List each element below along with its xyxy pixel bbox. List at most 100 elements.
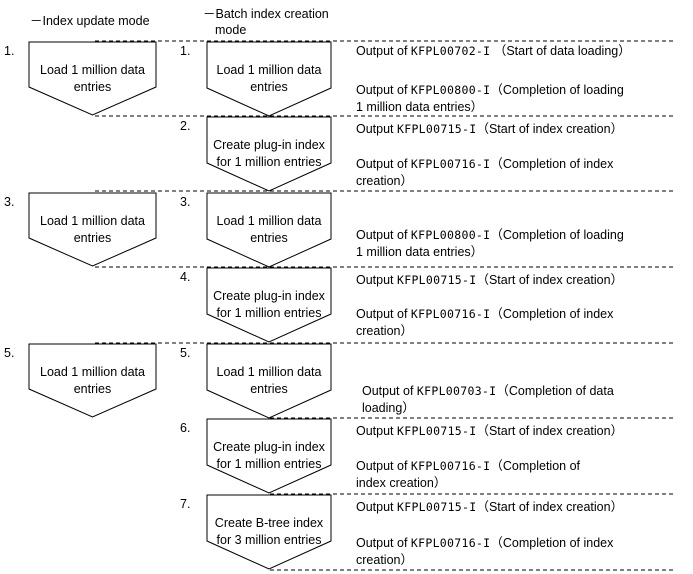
- right-process-box: [206, 418, 332, 494]
- log-message-note: Output KFPL00715-I（Start of index creati…: [356, 272, 623, 289]
- right-process-box: [206, 116, 332, 192]
- message-id-code: KFPL00702-I: [410, 44, 491, 58]
- left-process-label: Load 1 million data entries: [29, 213, 156, 247]
- log-message-note: Output of KFPL00703-I（Completion of data…: [362, 383, 614, 417]
- header-batch-line2: mode: [215, 23, 247, 37]
- right-process-label-line: Load 1 million data: [216, 365, 322, 379]
- right-step-number: 1.: [180, 44, 191, 58]
- right-step-number: 3.: [180, 195, 191, 209]
- log-message-prefix: Output of: [356, 157, 411, 171]
- right-process-box: [206, 267, 332, 343]
- log-message-note: Output of KFPL00716-I（Completion of inde…: [356, 535, 613, 569]
- log-message-line: Output KFPL00715-I（Start of index creati…: [356, 272, 623, 289]
- log-message-prefix: Output of: [362, 384, 417, 398]
- log-message-suffix: （Start of data loading）: [490, 44, 631, 58]
- log-message-line: Output of KFPL00702-I （Start of data loa…: [356, 43, 631, 60]
- message-id-code: KFPL00716-I: [410, 459, 491, 473]
- log-message-continuation: creation）: [356, 324, 413, 338]
- right-process-label: Load 1 million data entries: [203, 213, 335, 247]
- log-message-continuation: 1 million data entries）: [356, 100, 484, 114]
- log-message-prefix: Output: [356, 273, 397, 287]
- log-message-line: Output of KFPL00716-I（Completion of inde…: [356, 306, 613, 323]
- message-id-code: KFPL00716-I: [410, 536, 491, 550]
- log-message-note: Output of KFPL00702-I （Start of data loa…: [356, 43, 631, 60]
- header-batch-index-creation-mode: －Batch index creation mode: [203, 6, 329, 38]
- message-id-code: KFPL00800-I: [410, 83, 491, 97]
- log-message-continuation: 1 million data entries）: [356, 245, 484, 259]
- right-process-box: [206, 192, 332, 268]
- log-message-note: Output KFPL00715-I（Start of index creati…: [356, 499, 623, 516]
- right-process-label-line: Load 1 million data: [216, 63, 322, 77]
- log-message-suffix: （Completion of: [490, 459, 580, 473]
- left-process-label-line: Load 1 million data: [40, 63, 145, 77]
- right-process-box: [206, 41, 332, 117]
- log-message-suffix: （Completion of loading: [490, 83, 624, 97]
- log-message-suffix: （Completion of index: [490, 157, 614, 171]
- left-process-label-line: Load 1 million data: [40, 365, 145, 379]
- log-message-suffix: （Start of index creation）: [476, 424, 624, 438]
- log-message-line: Output of KFPL00716-I（Completion of: [356, 458, 580, 475]
- left-process-label: Load 1 million data entries: [29, 364, 156, 398]
- right-process-label-line: Create plug-in index: [213, 289, 325, 303]
- log-message-note: Output of KFPL00800-I（Completion of load…: [356, 82, 624, 116]
- log-message-prefix: Output: [356, 122, 397, 136]
- right-process-label-line: Load 1 million data: [216, 214, 322, 228]
- right-step-number: 5.: [180, 346, 191, 360]
- log-message-continuation: index creation）: [356, 476, 447, 490]
- log-message-continuation: loading）: [362, 401, 415, 415]
- right-step-number: 6.: [180, 421, 191, 435]
- log-message-line: Output of KFPL00800-I（Completion of load…: [356, 227, 624, 244]
- log-message-note: Output of KFPL00716-I（Completion of inde…: [356, 156, 613, 190]
- message-id-code: KFPL00800-I: [410, 228, 491, 242]
- right-process-label-line: for 1 million entries: [216, 306, 322, 320]
- log-message-suffix: （Start of index creation）: [476, 273, 624, 287]
- log-message-suffix: （Completion of index: [490, 536, 614, 550]
- right-process-label: Create plug-in index for 1 million entrie…: [203, 288, 335, 322]
- message-id-code: KFPL00716-I: [410, 307, 491, 321]
- log-message-line: Output of KFPL00800-I（Completion of load…: [356, 82, 624, 99]
- right-process-label-line: entries: [250, 382, 288, 396]
- right-process-label-line: Create B-tree index: [214, 516, 324, 530]
- log-message-prefix: Output of: [356, 459, 411, 473]
- right-process-label-line: entries: [250, 231, 288, 245]
- log-message-note: Output of KFPL00800-I（Completion of load…: [356, 227, 624, 261]
- log-message-suffix: （Completion of loading: [490, 228, 624, 242]
- right-step-number: 2.: [180, 119, 191, 133]
- log-message-suffix: （Start of index creation）: [476, 500, 624, 514]
- right-process-label-line: for 1 million entries: [216, 457, 322, 471]
- message-id-code: KFPL00715-I: [397, 424, 477, 438]
- log-message-line: Output of KFPL00716-I（Completion of inde…: [356, 156, 613, 173]
- left-process-label: Load 1 million data entries: [29, 62, 156, 96]
- log-message-prefix: Output of: [356, 44, 411, 58]
- left-process-label-line: entries: [73, 80, 112, 94]
- log-message-prefix: Output of: [356, 307, 411, 321]
- left-process-box: [28, 343, 157, 418]
- left-process-label-line: entries: [73, 382, 112, 396]
- log-message-line: Output KFPL00715-I（Start of index creati…: [356, 121, 623, 138]
- log-message-continuation: creation）: [356, 174, 413, 188]
- log-message-prefix: Output of: [356, 536, 411, 550]
- log-message-prefix: Output of: [356, 228, 411, 242]
- message-id-code: KFPL00715-I: [397, 273, 477, 287]
- header-index-update-mode: －Index update mode: [30, 14, 150, 28]
- log-message-suffix: （Completion of data: [496, 384, 614, 398]
- left-process-label-line: Load 1 million data: [40, 214, 145, 228]
- right-process-box: [206, 494, 332, 570]
- log-message-suffix: （Completion of index: [490, 307, 614, 321]
- right-process-label: Create plug-in index for 1 million entrie…: [203, 439, 335, 473]
- right-process-label-line: for 1 million entries: [216, 155, 322, 169]
- log-message-line: Output KFPL00715-I（Start of index creati…: [356, 423, 623, 440]
- log-message-line: Output of KFPL00703-I（Completion of data: [362, 383, 614, 400]
- message-id-code: KFPL00703-I: [416, 384, 497, 398]
- log-message-note: Output KFPL00715-I（Start of index creati…: [356, 121, 623, 138]
- left-process-label-line: entries: [73, 231, 112, 245]
- right-process-label-line: entries: [250, 80, 288, 94]
- left-step-number: 3.: [4, 195, 15, 209]
- header-batch-line1: －Batch index creation: [203, 7, 329, 21]
- right-process-label-line: Create plug-in index: [213, 440, 325, 454]
- log-message-prefix: Output: [356, 500, 397, 514]
